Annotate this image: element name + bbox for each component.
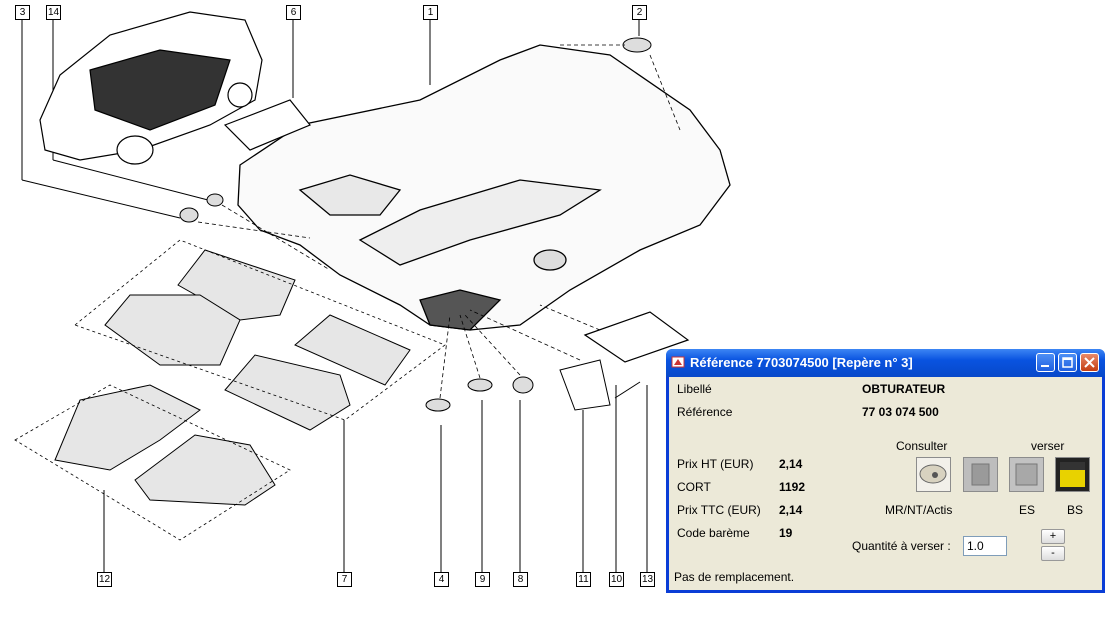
- minimize-button[interactable]: [1036, 353, 1055, 372]
- reference-dialog: Référence 7703074500 [Repère n° 3] Libel…: [666, 349, 1105, 593]
- libelle-value: OBTURATEUR: [862, 382, 946, 396]
- close-button[interactable]: [1080, 353, 1099, 372]
- app-icon: [671, 356, 685, 368]
- dialog-content: Libellé OBTURATEUR Référence 77 03 074 5…: [669, 377, 1102, 590]
- prix-ht-value: 2,14: [779, 457, 803, 471]
- reference-label: Référence: [677, 405, 733, 419]
- callout-10[interactable]: 10: [609, 572, 624, 587]
- prix-ttc-label: Prix TTC (EUR): [677, 503, 761, 517]
- prix-ttc-value: 2,14: [779, 503, 803, 517]
- callout-3[interactable]: 3: [15, 5, 30, 20]
- floor-carpet: [237, 44, 731, 331]
- quantite-label: Quantité à verser :: [852, 539, 951, 553]
- decrement-button[interactable]: -: [1041, 546, 1065, 561]
- libelle-label: Libellé: [677, 382, 712, 396]
- callout-13[interactable]: 13: [640, 572, 655, 587]
- consulter-part-button[interactable]: [916, 457, 951, 492]
- callout-4[interactable]: 4: [434, 572, 449, 587]
- es-icon: [1015, 463, 1038, 486]
- prix-ht-label: Prix HT (EUR): [677, 457, 754, 471]
- bs-icon: [1060, 462, 1085, 487]
- maximize-button[interactable]: [1058, 353, 1077, 372]
- callout-9[interactable]: 9: [475, 572, 490, 587]
- part-photo-icon: [919, 464, 947, 484]
- close-icon: [1084, 357, 1095, 368]
- clips: [179, 37, 652, 412]
- status-text: Pas de remplacement.: [674, 570, 795, 584]
- callout-2[interactable]: 2: [632, 5, 647, 20]
- cover-panel-right: [583, 311, 690, 363]
- code-bareme-value: 19: [779, 526, 793, 540]
- maximize-icon: [1062, 357, 1073, 368]
- car-sketch: [39, 11, 263, 165]
- callout-1[interactable]: 1: [423, 5, 438, 20]
- dialog-title: Référence 7703074500 [Repère n° 3]: [690, 355, 913, 370]
- quantite-input[interactable]: [963, 536, 1007, 556]
- mr-nt-actis-label: MR/NT/Actis: [885, 503, 953, 517]
- reference-value: 77 03 074 500: [862, 405, 939, 419]
- es-label: ES: [1019, 503, 1036, 517]
- dialog-titlebar[interactable]: Référence 7703074500 [Repère n° 3]: [666, 349, 1105, 377]
- callout-11[interactable]: 11: [576, 572, 591, 587]
- leader-line: [21, 179, 181, 219]
- callout-14[interactable]: 14: [46, 5, 61, 20]
- cover-panel-6: [223, 99, 311, 151]
- manual-icon: [971, 463, 990, 486]
- minimize-icon: [1041, 365, 1049, 367]
- increment-button[interactable]: +: [1041, 529, 1065, 544]
- bs-label: BS: [1067, 503, 1084, 517]
- callout-8[interactable]: 8: [513, 572, 528, 587]
- leader-line: [52, 159, 209, 201]
- cort-value: 1192: [779, 480, 806, 494]
- code-bareme-label: Code barème: [677, 526, 750, 540]
- cort-label: CORT: [677, 480, 711, 494]
- bs-button[interactable]: [1055, 457, 1090, 492]
- mr-nt-actis-button[interactable]: [963, 457, 998, 492]
- verser-label: verser: [1031, 439, 1065, 453]
- es-button[interactable]: [1009, 457, 1044, 492]
- callout-12[interactable]: 12: [97, 572, 112, 587]
- consulter-label: Consulter: [896, 439, 948, 453]
- callout-6[interactable]: 6: [286, 5, 301, 20]
- floor-mats: [54, 249, 411, 506]
- callout-7[interactable]: 7: [337, 572, 352, 587]
